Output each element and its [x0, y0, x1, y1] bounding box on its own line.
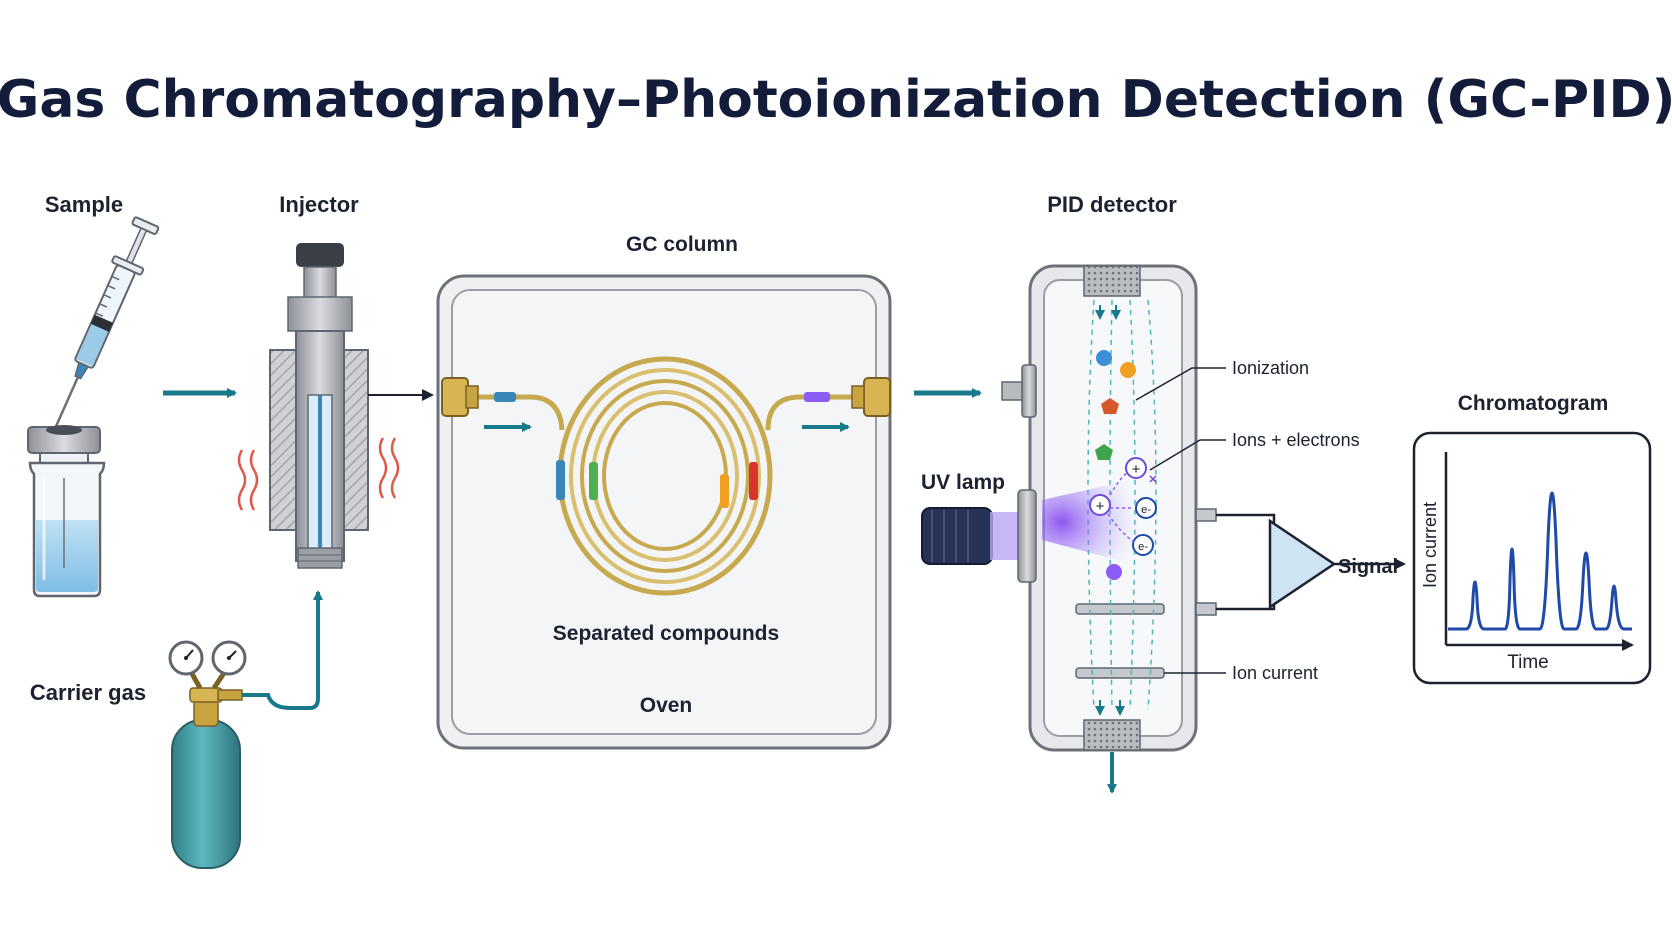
ions-electrons-label: Ions + electrons — [1232, 430, 1360, 450]
uv-lamp — [921, 478, 1140, 583]
syringe — [53, 216, 160, 431]
molecules — [1095, 350, 1136, 580]
column-fitting-outlet — [851, 377, 891, 417]
chromatogram-trace — [1448, 491, 1632, 631]
svg-text:e-: e- — [1141, 504, 1151, 516]
carrier-gas-label: Carrier gas — [30, 680, 146, 705]
chromatogram-ylabel: Ion current — [1420, 502, 1440, 588]
svg-text:+: + — [1132, 461, 1141, 478]
sample-label: Sample — [45, 192, 123, 217]
carrier-gas-line — [242, 590, 323, 710]
heat-waves-icon — [237, 437, 400, 511]
uv-lamp-label: UV lamp — [921, 471, 1005, 494]
ion-particles: + + e- e- — [1089, 457, 1157, 556]
separated-compounds-label: Separated compounds — [553, 622, 779, 645]
chromatogram-xlabel: Time — [1507, 652, 1549, 673]
callout-lines — [1135, 367, 1226, 674]
svg-text:+: + — [1096, 498, 1105, 515]
flow-arrows-small — [1095, 305, 1125, 716]
sample-vial — [27, 425, 106, 598]
gc-column-label: GC column — [626, 233, 738, 256]
amplifier — [1216, 513, 1406, 611]
ion-current-label: Ion current — [1232, 663, 1318, 683]
gc-column-coil — [476, 356, 852, 596]
pid-detector-label: PID detector — [1047, 192, 1177, 217]
signal-label: Signal — [1338, 556, 1398, 578]
injector-label: Injector — [279, 192, 359, 217]
injector — [269, 243, 369, 569]
page-title: Gas Chromatography–Photoionization Detec… — [0, 70, 1672, 130]
oven — [436, 274, 892, 750]
ionization-label: Ionization — [1232, 358, 1309, 378]
gas-cylinder — [168, 640, 247, 869]
column-fitting-inlet — [441, 377, 479, 417]
oven-label: Oven — [640, 694, 693, 717]
chromatogram-panel — [1412, 431, 1652, 685]
chromatogram-label: Chromatogram — [1458, 392, 1609, 415]
svg-text:e-: e- — [1138, 541, 1148, 553]
